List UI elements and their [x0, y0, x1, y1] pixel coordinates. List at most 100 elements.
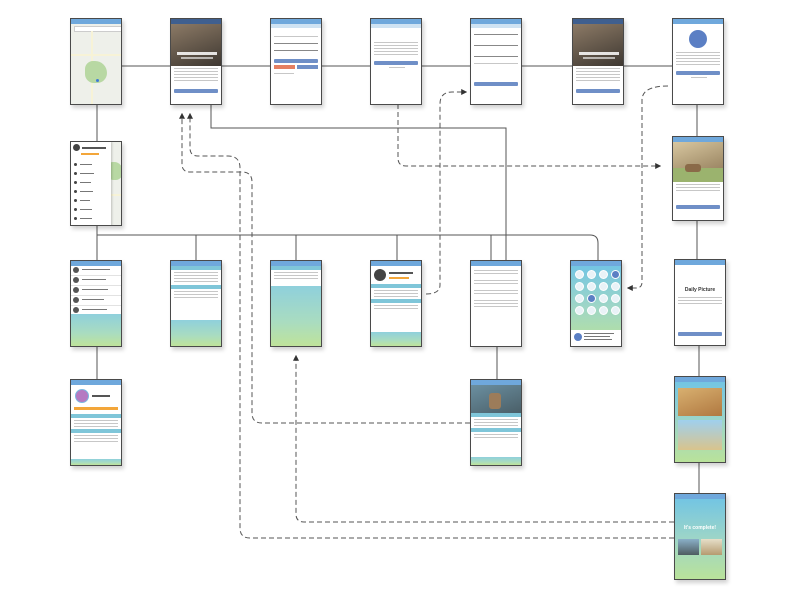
grid-icon[interactable] — [587, 270, 596, 279]
connector-solid — [210, 104, 507, 260]
connector-solid — [97, 234, 599, 260]
grid-icon[interactable] — [587, 282, 596, 291]
status-bar — [171, 19, 221, 24]
screen-gallery[interactable] — [674, 376, 726, 463]
grid-icon[interactable] — [611, 294, 620, 303]
gallery-photo[interactable] — [678, 420, 722, 450]
status-bar — [673, 19, 723, 24]
screen-side-menu[interactable] — [70, 141, 122, 226]
status-bar — [71, 380, 121, 385]
menu-item[interactable] — [74, 160, 108, 169]
hero-image — [171, 24, 221, 66]
screen-form-login[interactable] — [270, 18, 322, 105]
alt-button[interactable] — [297, 65, 318, 69]
menu-item[interactable] — [74, 187, 108, 196]
list-item[interactable] — [71, 286, 121, 296]
grid-icon[interactable] — [575, 270, 584, 279]
hero-image — [573, 24, 623, 66]
screen-list-sections-a[interactable] — [170, 260, 222, 347]
list-item[interactable] — [71, 276, 121, 286]
primary-button[interactable] — [676, 205, 720, 209]
screen-text-detail[interactable] — [370, 18, 422, 105]
hero-image — [471, 385, 521, 413]
screen-contacts-list[interactable] — [70, 260, 122, 347]
grid-icon[interactable] — [611, 306, 620, 315]
primary-button[interactable] — [474, 82, 518, 86]
map-park — [85, 61, 107, 83]
input-field[interactable] — [474, 34, 518, 35]
menu-item[interactable] — [74, 205, 108, 214]
status-bar — [571, 261, 621, 266]
submit-button[interactable] — [274, 59, 318, 63]
grid-icon[interactable] — [587, 306, 596, 315]
menu-item[interactable] — [74, 214, 108, 223]
avatar — [75, 389, 89, 403]
screen-daily-picture[interactable]: Daily Picture — [674, 259, 726, 346]
input-field[interactable] — [274, 50, 318, 51]
menu-item[interactable] — [74, 178, 108, 187]
gallery-photo[interactable] — [678, 388, 722, 416]
map-search-bar[interactable] — [74, 26, 121, 32]
menu-item[interactable] — [74, 169, 108, 178]
screen-profile-progress[interactable] — [70, 379, 122, 466]
screen-map-home[interactable] — [70, 18, 122, 105]
primary-button[interactable] — [374, 61, 418, 65]
primary-button[interactable] — [678, 332, 722, 336]
grid-icon[interactable] — [599, 282, 608, 291]
avatar — [73, 297, 79, 303]
alt-button[interactable] — [274, 65, 295, 69]
grid-icon[interactable] — [611, 282, 620, 291]
completion-heading: It's complete! — [683, 525, 717, 531]
screen-completion[interactable]: It's complete! — [674, 493, 726, 580]
grid-icon[interactable] — [599, 306, 608, 315]
primary-button[interactable] — [676, 71, 720, 75]
screen-list-short[interactable] — [270, 260, 322, 347]
status-bar — [371, 261, 421, 266]
status-bar — [371, 19, 421, 24]
screen-landscape-card[interactable] — [672, 136, 724, 221]
connector-dashed — [425, 89, 468, 295]
menu-icon — [74, 217, 77, 220]
screen-photo-list[interactable] — [470, 379, 522, 466]
status-bar — [675, 494, 725, 499]
screen-profile-circle[interactable] — [672, 18, 724, 105]
input-field[interactable] — [474, 56, 518, 57]
list-item[interactable] — [71, 266, 121, 276]
avatar — [374, 269, 386, 281]
grid-icon[interactable] — [587, 294, 596, 303]
screen-photo-detail-1[interactable] — [170, 18, 222, 105]
screen-photo-detail-2[interactable] — [572, 18, 624, 105]
grid-icon[interactable] — [611, 270, 620, 279]
connector-dashed — [179, 112, 470, 424]
compass-icon — [689, 30, 707, 48]
grid-icon[interactable] — [599, 270, 608, 279]
menu-item[interactable] — [74, 196, 108, 205]
status-bar — [71, 19, 121, 24]
menu-icon — [74, 199, 77, 202]
landscape-image — [673, 142, 723, 182]
map-pin-icon[interactable] — [96, 79, 99, 82]
status-bar — [471, 261, 521, 266]
grid-icon[interactable] — [575, 282, 584, 291]
status-bar — [171, 261, 221, 266]
input-field[interactable] — [474, 45, 518, 46]
status-bar — [675, 260, 725, 265]
completion-photo — [678, 539, 699, 555]
status-bar — [673, 137, 723, 142]
list-item[interactable] — [71, 296, 121, 306]
primary-button[interactable] — [576, 89, 620, 93]
side-drawer[interactable] — [71, 142, 111, 225]
status-bar — [573, 19, 623, 24]
grid-icon[interactable] — [575, 294, 584, 303]
screen-settings-list[interactable] — [470, 260, 522, 347]
grid-icon[interactable] — [599, 294, 608, 303]
screen-profile-detail[interactable] — [370, 260, 422, 347]
menu-icon — [74, 181, 77, 184]
screen-icon-grid[interactable] — [570, 260, 622, 347]
screen-form-entry[interactable] — [470, 18, 522, 105]
primary-button[interactable] — [174, 89, 218, 93]
input-field[interactable] — [274, 43, 318, 44]
menu-icon — [74, 163, 77, 166]
grid-icon[interactable] — [575, 306, 584, 315]
